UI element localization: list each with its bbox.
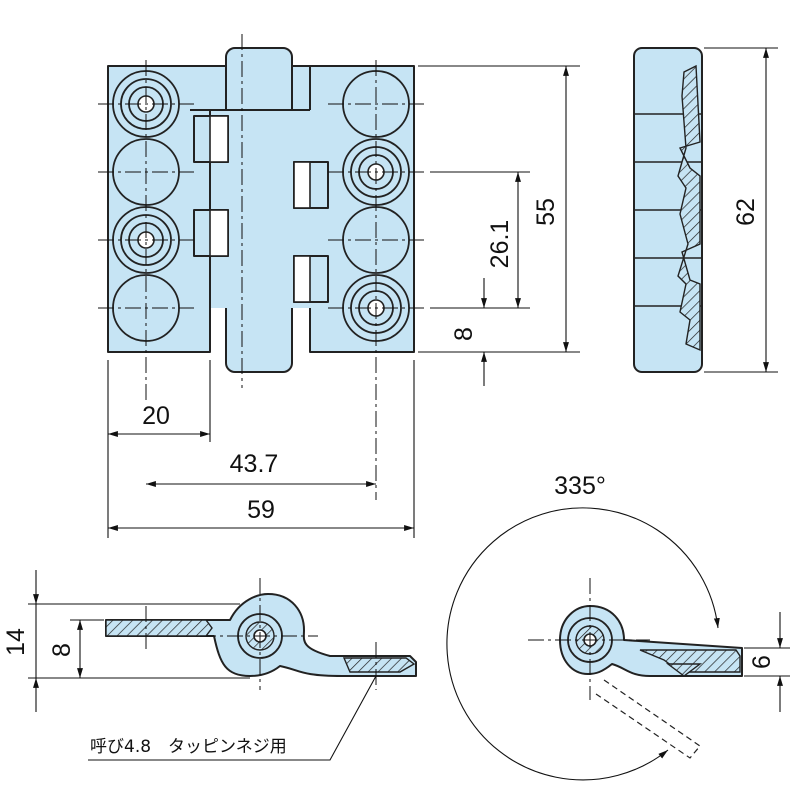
side-hatch <box>677 64 701 352</box>
rotation-arc <box>446 507 720 781</box>
dim-62: 62 <box>732 198 760 226</box>
dim-26-1: 26.1 <box>486 220 514 269</box>
side-view <box>633 47 778 373</box>
front-view: 55 26.1 8 20 43.7 59 <box>98 34 580 538</box>
rotation-view <box>446 507 790 781</box>
dim-55: 55 <box>532 198 560 226</box>
dim-43-7: 43.7 <box>230 450 279 478</box>
dim-20: 20 <box>142 402 170 430</box>
dim-8-section: 8 <box>48 643 76 657</box>
screw-note: 呼び4.8 タッピンネジ用 <box>90 737 287 757</box>
rotated-leaf-dashed <box>595 679 701 759</box>
front-centerlines <box>98 34 424 500</box>
dim-8-front: 8 <box>450 327 478 341</box>
angle-335: 335° <box>554 472 606 500</box>
dim-14: 14 <box>2 628 30 656</box>
knuckle-slots <box>193 115 329 303</box>
horizontal-dimensions <box>107 360 415 538</box>
section-view-left <box>28 570 417 761</box>
dim-59: 59 <box>247 496 275 524</box>
dim-6: 6 <box>748 655 776 669</box>
screw-leader <box>88 675 377 761</box>
vertical-dimensions <box>418 65 580 386</box>
